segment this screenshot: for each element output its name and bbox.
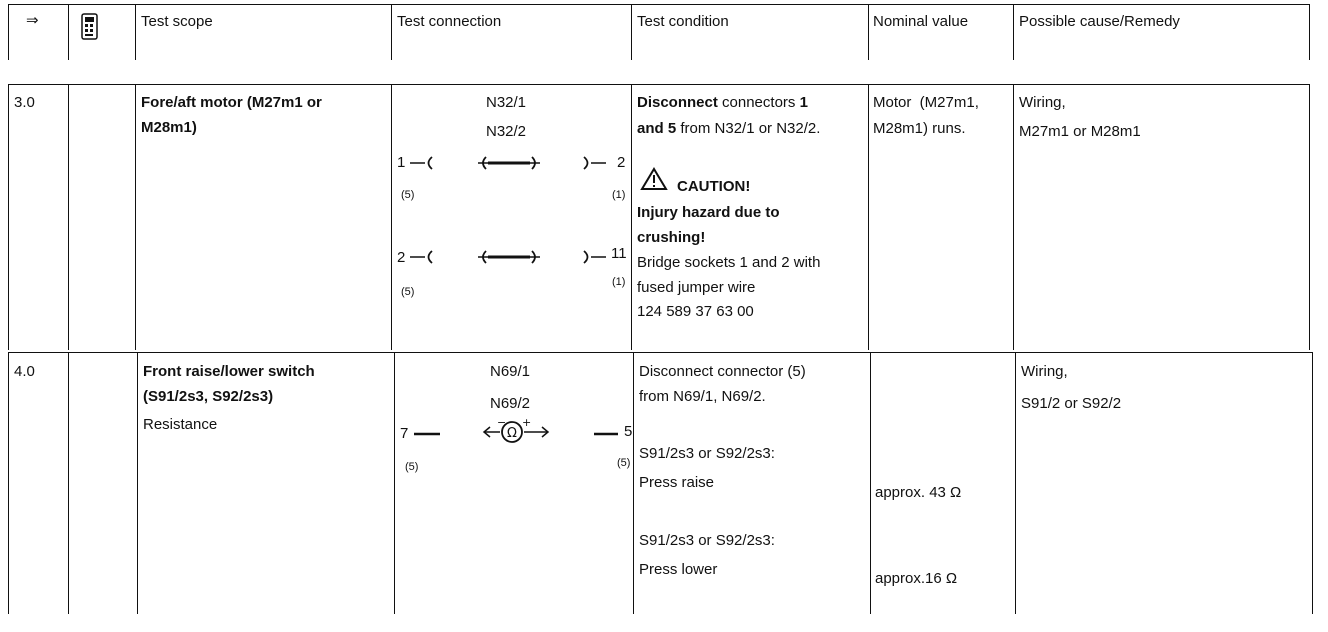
- remedy-line1: Wiring,: [1019, 94, 1066, 111]
- connector-sub: (5): [401, 286, 415, 298]
- svg-text:+: +: [522, 416, 531, 429]
- pin-label: 11: [611, 245, 627, 262]
- caution-label: CAUTION!: [677, 178, 751, 195]
- tester-device-icon: [80, 12, 100, 42]
- connection-label-1: N32/1: [486, 94, 527, 111]
- nominal-line2: M28m1) runs.: [873, 120, 966, 137]
- pin-label: 2: [397, 249, 406, 266]
- test-condition-line3: S91/2s3 or S92/2s3:: [639, 445, 775, 462]
- test-condition-line1: Disconnect connectors 1: [637, 94, 808, 111]
- bridge-line3: 124 589 37 63 00: [637, 303, 754, 320]
- svg-text:Ω: Ω: [507, 426, 517, 441]
- test-scope-line2: (S91/2s3, S92/2s3): [143, 388, 274, 405]
- header-test-condition: Test condition: [637, 13, 729, 30]
- header-test-connection: Test connection: [397, 13, 502, 30]
- test-scope-line1: Fore/aft motor (M27m1 or: [141, 94, 322, 111]
- connector-sub: (5): [405, 461, 419, 473]
- connection-label-1: N69/1: [490, 363, 531, 380]
- step-number: 4.0: [14, 363, 35, 380]
- remedy-line2: M27m1 or M28m1: [1019, 123, 1141, 140]
- connector-sub: (5): [401, 189, 415, 201]
- svg-text:−: −: [497, 416, 506, 429]
- remedy-line2: S91/2 or S92/2: [1021, 395, 1122, 412]
- test-scope-line2: M28m1): [141, 119, 197, 136]
- bridge-line2: fused jumper wire: [637, 279, 756, 296]
- connector-sub: (1): [612, 276, 626, 288]
- nominal-line1: Motor (M27m1,: [873, 94, 979, 111]
- step-number: 3.0: [14, 94, 35, 111]
- nominal-value-raise: approx. 43 Ω: [875, 484, 962, 501]
- nominal-value-lower: approx.16 Ω: [875, 570, 958, 587]
- header-test-scope: Test scope: [141, 13, 213, 30]
- connection-label-2: N32/2: [486, 123, 527, 140]
- hazard-line1: Injury hazard due to: [637, 204, 780, 221]
- connector-sub: (1): [612, 189, 626, 201]
- hazard-line2: crushing!: [637, 229, 706, 246]
- test-condition-line5: S91/2s3 or S92/2s3:: [639, 532, 775, 549]
- test-condition-line2: from N69/1, N69/2.: [639, 388, 766, 405]
- header-nominal-value: Nominal value: [873, 13, 969, 30]
- pin-label: 2: [617, 154, 626, 171]
- test-scope-line1: Front raise/lower switch: [143, 363, 315, 380]
- test-condition-line4: Press raise: [639, 474, 715, 491]
- arrow-icon: ⇒: [26, 12, 39, 29]
- test-condition-line1: Disconnect connector (5): [639, 363, 806, 380]
- header-possible-cause: Possible cause/Remedy: [1019, 13, 1180, 30]
- pin-label: 7: [400, 425, 409, 442]
- bridge-line1: Bridge sockets 1 and 2 with: [637, 254, 821, 271]
- remedy-line1: Wiring,: [1021, 363, 1068, 380]
- connector-sub: (5): [617, 457, 631, 469]
- test-scope-line3: Resistance: [143, 416, 218, 433]
- connection-label-2: N69/2: [490, 395, 531, 412]
- pin-label: 1: [397, 154, 406, 171]
- test-condition-line6: Press lower: [639, 561, 718, 578]
- pin-label: 5: [624, 423, 633, 440]
- warning-icon: [640, 167, 668, 191]
- test-condition-line2: and 5 from N32/1 or N32/2.: [637, 120, 821, 137]
